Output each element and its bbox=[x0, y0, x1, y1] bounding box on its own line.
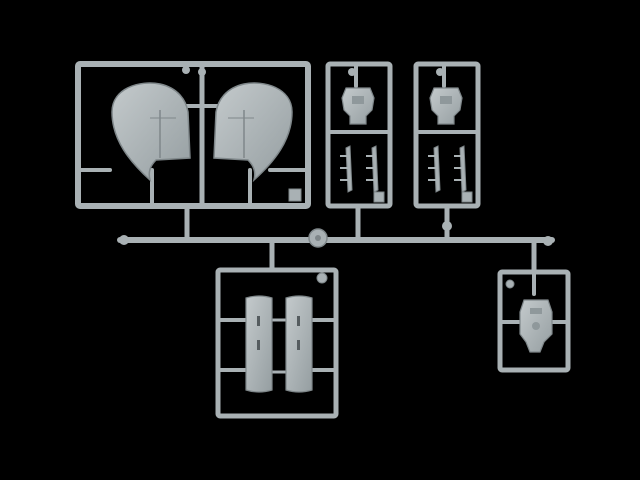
strut-pair-parts-2 bbox=[428, 145, 467, 193]
engine-mount-part bbox=[341, 87, 375, 125]
sprue-frame-top-right bbox=[413, 61, 481, 209]
main-runner bbox=[117, 205, 555, 275]
sprue-frame-top-left bbox=[75, 61, 311, 209]
sprue-frame-bottom-center bbox=[215, 267, 339, 419]
sprue-frame-top-middle bbox=[325, 61, 393, 209]
sprue-frame-bottom-right bbox=[497, 269, 571, 373]
tail-fin-left-part bbox=[111, 82, 191, 183]
strut-pair-parts bbox=[340, 145, 379, 193]
engine-mount-part-2 bbox=[429, 87, 463, 125]
tail-fin-right-part bbox=[213, 82, 293, 183]
